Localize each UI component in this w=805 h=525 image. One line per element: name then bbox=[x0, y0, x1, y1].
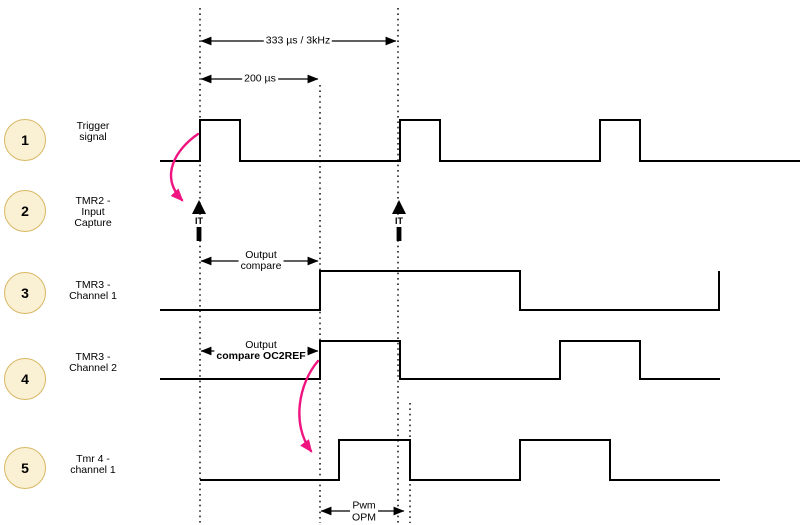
it-arrow-stem bbox=[196, 227, 202, 241]
it-label-1: IT bbox=[194, 216, 204, 226]
label-line: TMR3 - bbox=[75, 279, 111, 291]
label-line: Channel 1 bbox=[69, 290, 117, 302]
step-number: 1 bbox=[21, 132, 29, 148]
step-number: 5 bbox=[21, 460, 29, 476]
pink-arrows-group bbox=[169, 132, 320, 453]
label-line: Input bbox=[81, 206, 105, 218]
wave-tmr3-channel2 bbox=[160, 340, 720, 380]
it-label-2: IT bbox=[394, 216, 404, 226]
annotation-line: compare OC2REF bbox=[216, 350, 306, 362]
wave-tmr3-channel1 bbox=[160, 270, 720, 311]
row-label-tmr2-input-capture: TMR2 - Input Capture bbox=[33, 196, 153, 229]
annotation-line: Output bbox=[245, 249, 277, 261]
step-circle-4: 4 bbox=[4, 358, 46, 400]
label-line: Channel 2 bbox=[69, 362, 117, 374]
it-marker-2 bbox=[392, 200, 406, 241]
output-compare-oc2ref-annotation: Output compare OC2REF bbox=[214, 339, 308, 362]
it-marker-1 bbox=[192, 200, 206, 241]
row-label-tmr3-channel1: TMR3 - Channel 1 bbox=[33, 280, 153, 302]
label-line: TMR3 - bbox=[75, 351, 111, 363]
annotation-line: Pwm bbox=[352, 499, 376, 512]
waveforms-group bbox=[160, 119, 800, 481]
oc2ref-to-pwm-arrow bbox=[298, 359, 320, 453]
step-number: 4 bbox=[21, 371, 29, 387]
vertical-guide-lines bbox=[199, 8, 411, 523]
annotation-line: Output bbox=[245, 339, 277, 351]
step-circle-2: 2 bbox=[4, 190, 46, 232]
label-line: signal bbox=[79, 131, 107, 143]
step-circle-3: 3 bbox=[4, 272, 46, 314]
label-line: Tmr 4 - bbox=[76, 453, 110, 465]
label-line: Capture bbox=[74, 217, 112, 229]
row-label-trigger-signal: Trigger signal bbox=[33, 121, 153, 143]
it-arrow-stem bbox=[396, 227, 402, 241]
row-label-tmr3-channel2: TMR3 - Channel 2 bbox=[33, 352, 153, 374]
wave-tmr4-channel1 bbox=[200, 439, 720, 481]
step-circle-5: 5 bbox=[4, 447, 46, 489]
capture-arrow bbox=[169, 132, 200, 202]
it-arrowhead-icon bbox=[392, 200, 406, 214]
label-line: channel 1 bbox=[70, 464, 116, 476]
output-compare-annotation: Output compare bbox=[238, 249, 284, 272]
annotation-line: compare bbox=[240, 260, 282, 272]
row-label-tmr4-channel1: Tmr 4 - channel 1 bbox=[33, 454, 153, 476]
step-circle-1: 1 bbox=[4, 119, 46, 161]
step-number: 3 bbox=[21, 285, 29, 301]
label-line: TMR2 - bbox=[75, 195, 111, 207]
annotation-line: OPM bbox=[352, 511, 376, 523]
label-line: Trigger bbox=[76, 120, 110, 132]
period-annotation: 333 µs / 3kHz bbox=[263, 34, 333, 47]
pwm-opm-annotation: Pwm OPM bbox=[350, 499, 378, 524]
step-number: 2 bbox=[21, 203, 29, 219]
pulse-width-annotation: 200 µs bbox=[242, 72, 278, 85]
wave-trigger-signal bbox=[160, 119, 800, 162]
it-arrowhead-icon bbox=[192, 200, 206, 214]
